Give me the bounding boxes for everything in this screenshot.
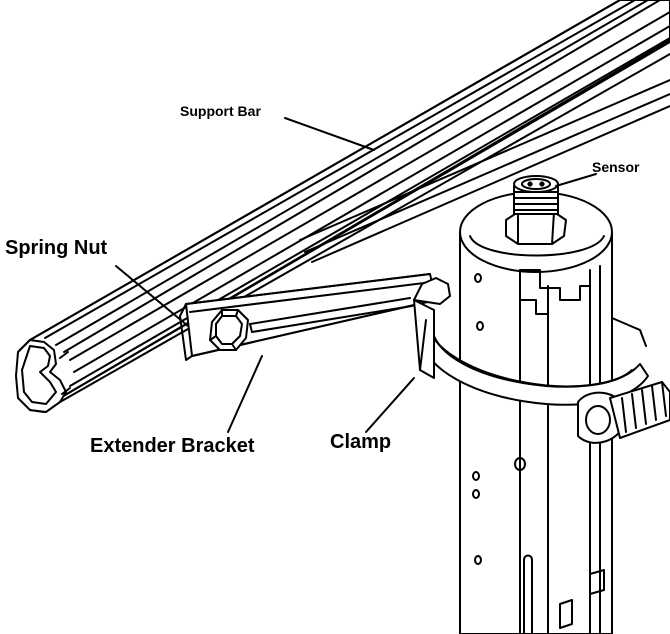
extender-bracket-label: Extender Bracket <box>90 435 255 457</box>
leader-extender-bracket <box>227 355 263 433</box>
rear-rail <box>299 79 670 263</box>
leader-clamp <box>365 377 415 433</box>
spring-nut-label: Spring Nut <box>5 237 108 259</box>
support-bar-label: Support Bar <box>180 103 261 119</box>
sensor-head <box>505 175 567 245</box>
leader-support-bar <box>284 117 375 151</box>
support-bar <box>15 0 670 413</box>
leader-sensor <box>555 173 597 187</box>
leader-spring-nut <box>115 265 189 327</box>
clamp <box>413 277 670 444</box>
leader-lines <box>115 117 597 433</box>
sensor-pole <box>459 191 613 634</box>
hex-bolt <box>209 309 249 351</box>
clamp-label: Clamp <box>330 431 392 453</box>
sensor-label: Sensor <box>592 159 640 175</box>
